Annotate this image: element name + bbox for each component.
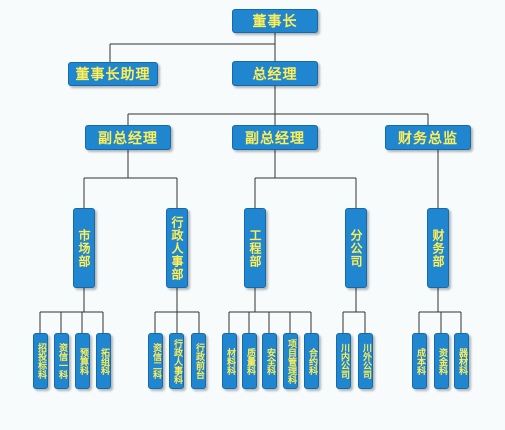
node-section-label: 资信一科 [57,343,67,379]
node-section-label: 器材科 [457,347,467,375]
node-section-engineering-5: 合约科 [304,333,319,389]
node-deputy-gm-1-label: 副总经理 [98,130,158,147]
node-dept-market-label: 市场部 [77,228,91,268]
node-section-branch-1: 川内公司 [336,333,351,389]
node-section-label: 行政前台 [194,343,204,379]
node-section-finance-3: 器材科 [454,333,469,389]
node-deputy-gm-2-label: 副总经理 [245,130,305,147]
node-dept-admin-hr: 行政人事部 [166,208,188,288]
node-section-label: 质量科 [245,347,255,375]
node-section-label: 川外公司 [361,343,371,379]
node-section-market-2: 资信一科 [54,333,69,389]
node-chairman: 董事长 [232,9,318,33]
node-dept-branch-label: 分公司 [349,228,363,268]
node-section-admin-3: 行政前台 [191,333,206,389]
node-section-label: 拓组科 [99,347,109,375]
node-deputy-gm-2: 副总经理 [232,125,318,150]
node-section-finance-1: 成本科 [412,333,427,389]
node-dept-finance: 财务部 [427,208,449,288]
node-section-label: 资金科 [437,347,447,375]
node-general-manager-label: 总经理 [252,66,298,83]
node-dept-admin-hr-label: 行政人事部 [170,215,184,281]
node-cfo: 财务总监 [385,125,471,150]
node-deputy-gm-1: 副总经理 [85,125,171,150]
node-dept-finance-label: 财务部 [431,228,445,268]
node-section-label: 项目管理科 [286,338,296,384]
node-chairman-label: 董事长 [252,14,298,30]
node-chairman-assistant: 董事长助理 [68,62,158,86]
node-section-label: 成本科 [415,347,425,375]
node-dept-branch: 分公司 [345,208,367,288]
node-section-engineering-3: 安全科 [262,333,277,389]
node-general-manager: 总经理 [232,61,318,86]
node-section-label: 行政人事科 [172,338,182,384]
node-section-branch-2: 川外公司 [358,333,373,389]
node-section-engineering-2: 质量科 [242,333,257,389]
node-section-engineering-1: 材料科 [222,333,237,389]
node-section-label: 材料科 [225,347,235,375]
node-section-label: 川内公司 [339,343,349,379]
node-section-finance-2: 资金科 [434,333,449,389]
node-section-label: 资信二科 [151,343,161,379]
node-dept-market: 市场部 [73,208,95,288]
node-section-label: 招投标科 [36,343,46,379]
node-chairman-assistant-label: 董事长助理 [75,67,151,83]
node-section-market-3: 预算科 [75,333,90,389]
node-dept-engineering-label: 工程部 [248,228,262,268]
node-section-admin-2: 行政人事科 [169,333,184,389]
node-section-label: 预算科 [78,347,88,375]
node-section-engineering-4: 项目管理科 [283,333,298,389]
node-section-label: 合约科 [307,347,317,375]
node-section-market-4: 拓组科 [96,333,111,389]
node-dept-engineering: 工程部 [244,208,266,288]
node-section-label: 安全科 [265,347,275,375]
node-section-market-1: 招投标科 [33,333,48,389]
node-section-admin-1: 资信二科 [148,333,163,389]
node-cfo-label: 财务总监 [398,130,458,147]
